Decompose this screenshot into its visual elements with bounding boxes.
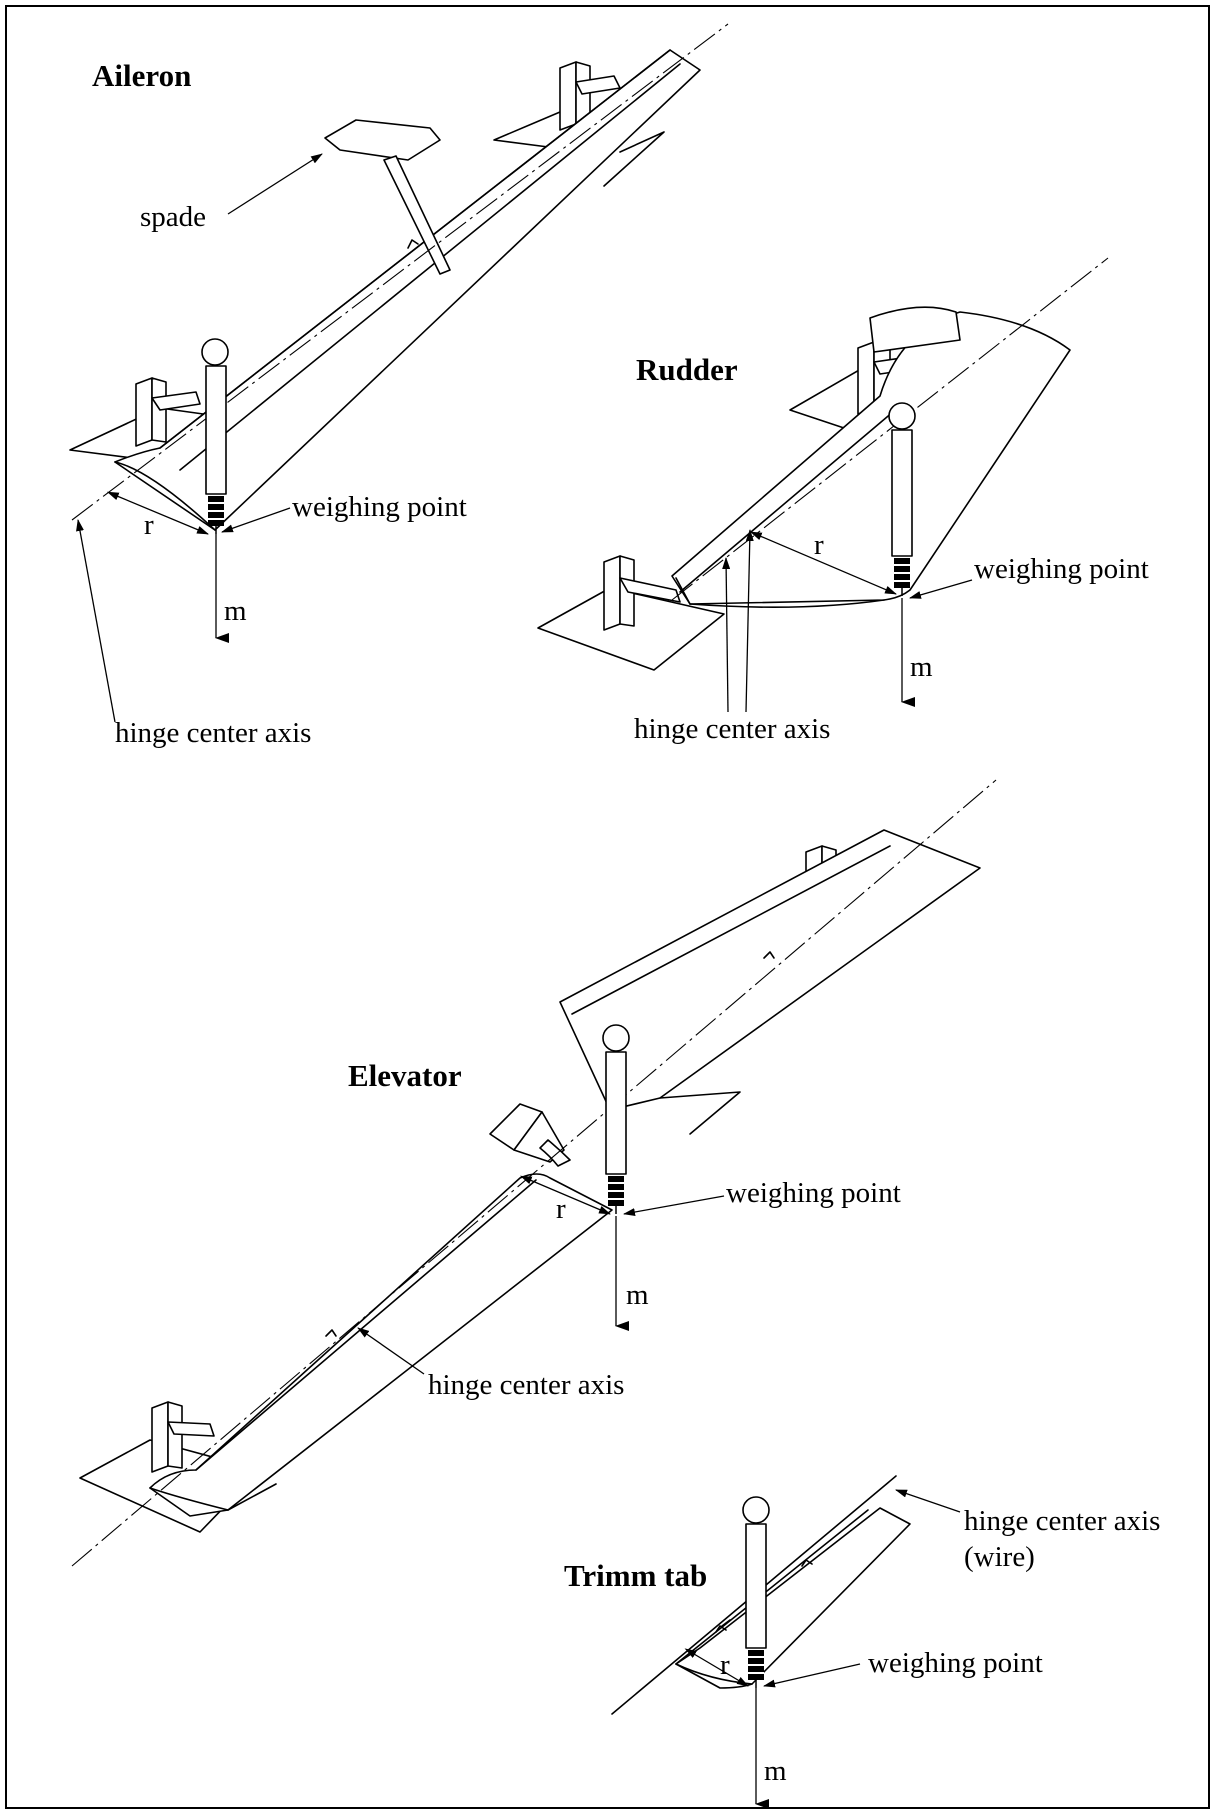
aileron-group: Aileron spade weighing point r m hinge c… xyxy=(69,23,729,749)
aileron-weighing-point-label: weighing point xyxy=(292,491,467,523)
trim-tab-hinge-line xyxy=(675,1509,869,1665)
aileron-hinge-axis-label: hinge center axis xyxy=(115,717,311,749)
trim-tab-r-label: r xyxy=(720,1649,730,1681)
elevator-scale xyxy=(602,1024,630,1214)
elevator-right-hinge-line xyxy=(571,845,891,1015)
elevator-support-left xyxy=(151,1401,215,1473)
elevator-left-root xyxy=(149,1487,229,1511)
rudder-r-dimension xyxy=(749,531,897,595)
rudder-hinge-leader-1 xyxy=(722,557,731,713)
rudder-scale xyxy=(888,402,916,596)
rudder-group: Rudder r weighing point m hinge center a… xyxy=(537,257,1149,745)
aileron-hinge-axis-line xyxy=(71,23,729,521)
figure-frame xyxy=(5,5,1210,1809)
trim-tab-weighing-point-label: weighing point xyxy=(868,1647,1043,1679)
rudder-horn xyxy=(869,306,961,353)
rudder-title: Rudder xyxy=(636,352,738,387)
elevator-hinge-leader xyxy=(357,1327,425,1375)
elevator-surface-right xyxy=(559,829,981,1111)
elevator-hinge-axis-label: hinge center axis xyxy=(428,1369,624,1401)
elevator-group: Elevator weighing point r m hinge center… xyxy=(71,779,997,1567)
trim-tab-scale xyxy=(742,1496,770,1688)
rudder-hinge-leader-2 xyxy=(745,529,754,713)
elevator-right-tip xyxy=(659,1091,741,1135)
elevator-right-notch xyxy=(763,951,775,959)
rudder-weighing-leader xyxy=(909,579,973,599)
rudder-r-label: r xyxy=(814,529,824,561)
elevator-title: Elevator xyxy=(348,1058,462,1093)
rudder-bottom-edge xyxy=(689,599,885,608)
aileron-r-label: r xyxy=(144,509,154,541)
spade-label: spade xyxy=(140,201,206,233)
elevator-m-label: m xyxy=(626,1279,649,1311)
aileron-support-right xyxy=(559,61,621,131)
elevator-hinge-axis-line xyxy=(71,779,997,1567)
rudder-hinge-axis-label: hinge center axis xyxy=(634,713,830,745)
aileron-leading-edge xyxy=(159,49,671,449)
aileron-r-dimension xyxy=(106,491,209,535)
aileron-weighing-leader xyxy=(221,507,291,533)
trim-tab-r-dimension xyxy=(684,1648,749,1687)
rudder-platform-bottom xyxy=(537,587,725,671)
aileron-title: Aileron xyxy=(92,58,191,93)
elevator-weighing-point-label: weighing point xyxy=(726,1177,901,1209)
aileron-notch xyxy=(407,239,419,249)
rudder-weighing-point-label: weighing point xyxy=(974,553,1149,585)
trim-tab-m-label: m xyxy=(764,1755,787,1787)
trim-tab-weighing-leader xyxy=(763,1663,861,1688)
trim-tab-hinge-axis-label-1: hinge center axis xyxy=(964,1505,1160,1537)
trim-tab-hinge-leader xyxy=(895,1489,961,1513)
aileron-m-label: m xyxy=(224,595,247,627)
aileron-support-left xyxy=(135,377,201,447)
elevator-r-dimension xyxy=(519,1175,611,1215)
elevator-r-label: r xyxy=(556,1193,566,1225)
elevator-horn xyxy=(489,1103,571,1167)
aileron-tip-detail xyxy=(603,131,665,187)
rudder-hinge-axis-line xyxy=(671,257,1109,601)
elevator-left-notch xyxy=(325,1329,337,1337)
elevator-left-trailing xyxy=(227,1483,277,1511)
aileron-scale xyxy=(201,338,229,534)
elevator-surface-left xyxy=(149,1173,613,1517)
trim-tab-hinge-axis-label-2: (wire) xyxy=(964,1541,1035,1573)
aileron-surface xyxy=(114,49,701,531)
rudder-surface xyxy=(671,311,1071,605)
elevator-weighing-leader xyxy=(623,1195,725,1216)
trim-tab-title: Trimm tab xyxy=(564,1558,707,1593)
aileron-hinge-leader xyxy=(76,519,116,723)
trim-tab-hinges xyxy=(715,1559,813,1633)
spade-leader xyxy=(227,153,323,215)
spade xyxy=(324,119,451,275)
rudder-m-label: m xyxy=(910,651,933,683)
trim-tab-group: Trimm tab hinge center axis (wire) r wei… xyxy=(564,1475,1160,1809)
elevator-left-hinge-line xyxy=(195,1179,537,1471)
aileron-hinge-line xyxy=(179,63,681,471)
rudder-support-bottom xyxy=(603,555,681,631)
rudder-hinge-line xyxy=(679,405,901,593)
